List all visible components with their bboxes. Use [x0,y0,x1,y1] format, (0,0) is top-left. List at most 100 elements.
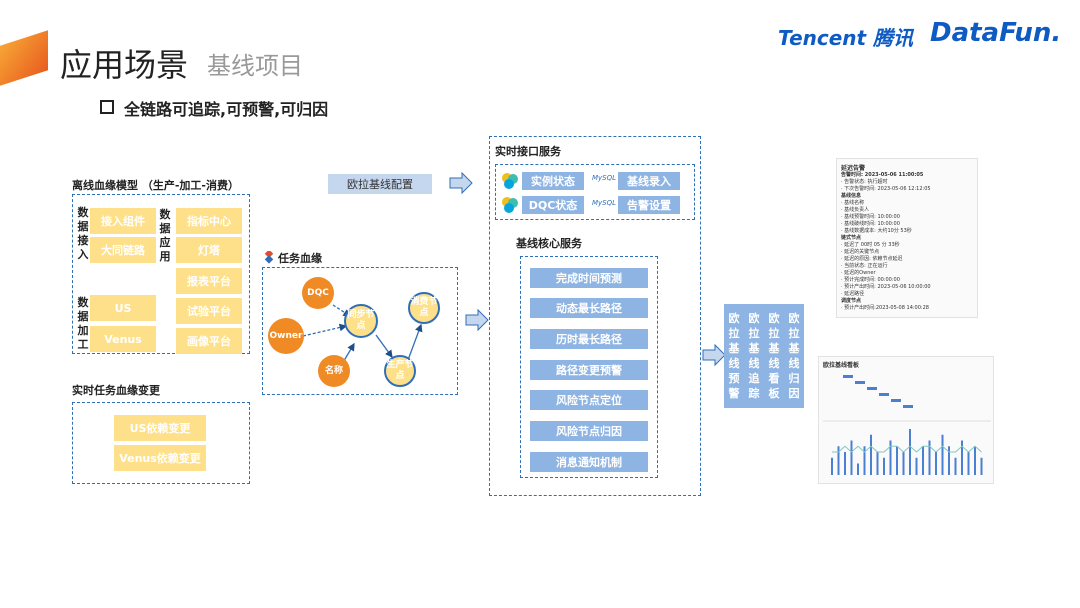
output-baseline-tracking[interactable]: 欧拉基线追踪 [744,304,764,408]
service-title: 实时接口服务 [495,145,561,158]
dashboard-mini-chart [823,375,991,475]
core-item-dynamic-longest-path: 动态最长路径 [530,298,648,318]
dashboard-bar [837,446,840,475]
dashboard-bar [974,446,976,475]
core-item-path-change-alert: 路径变更预警 [530,360,648,380]
output-baseline-dashboard[interactable]: 欧拉基线看板 [764,304,784,408]
euler-baseline-config-button[interactable]: 欧拉基线配置 [328,174,432,194]
dashboard-line [832,445,982,453]
alert-shot-line: · 延迟路径 [841,291,865,297]
dashboard-shot-title: 欧拉基线看板 [823,362,860,369]
alert-shot-line: 链式节点 [841,235,862,241]
dashboard-bar [935,452,937,475]
service-outer-box [489,136,701,496]
dqc-status-button[interactable]: DQC状态 [522,196,584,214]
process-label: 数据加工 [77,296,89,351]
core-item-message-notification: 消息通知机制 [530,452,648,472]
dashboard-bar [941,434,944,475]
gantt-bar [843,375,853,378]
alert-shot-line: · 基线预警时间: 10:00:00 [841,214,900,220]
gantt-bar [855,381,865,384]
dashboard-bar [909,429,911,475]
alert-shot-line: · 下次告警时间: 2023-05-06 12:12:05 [841,186,931,192]
instance-status-button[interactable]: 实例状态 [522,172,584,190]
node-dqc: DQC [302,277,334,309]
gantt-bar [879,393,889,396]
alert-shot-line: · 基线名称 [841,200,865,206]
dashboard-bar [928,440,931,475]
dashboard-bar [902,452,905,475]
core-item-completion-prediction: 完成时间预测 [530,268,648,288]
elastic-icon [501,172,519,190]
output-baseline-alert[interactable]: 欧拉基线预警 [724,304,744,408]
alert-shot-line: · 预计产出时间:2023-05-08 14:00:28 [841,305,929,311]
venus-dependency-change: Venus依赖变更 [114,445,206,471]
tencent-logo: Tencent 腾讯 [778,26,914,50]
alert-shot-line: 基线信息 [841,193,862,199]
app-item-4: 试验平台 [176,298,242,324]
node-owner: Owner [268,318,304,354]
app-item-1: 指标中心 [176,208,242,234]
alert-shot-line: 告警时间: 2023-05-06 11:00:05 [841,172,924,178]
datafun-logo: DataFun. [930,18,1062,48]
process-item-us: US [90,295,156,321]
dashboard-bar [915,457,918,475]
block-arrow-outputs [702,343,726,367]
offline-model-title: 离线血缘模型 （生产-加工-消费） [72,179,239,192]
alert-shot-title: 延迟告警 [841,165,866,172]
core-item-risk-node-locate: 风险节点定位 [530,390,648,410]
dashboard-bar [980,457,983,475]
alert-shot-line: · 延迟的原因: 依赖节点延迟 [841,256,903,262]
mysql-icon-2: MySQL [592,199,617,207]
output-baseline-attribution[interactable]: 欧拉基线归因 [784,304,804,408]
alert-shot-line: · 告警状态: 执行超时 [841,179,888,185]
dashboard-screenshot: 欧拉基线看板 [818,356,994,484]
dashboard-bar [831,457,833,475]
core-item-historical-longest-path: 历时最长路径 [530,329,648,349]
gantt-section [843,375,913,408]
task-lineage-box [262,267,458,395]
gantt-bar [867,387,877,390]
elastic-icon-2 [501,196,519,214]
alert-shot-line: · 预计完成时间: 00:00:00 [841,277,900,283]
task-lineage-title: 任务血缘 [278,252,322,265]
alert-setting-button[interactable]: 告警设置 [618,196,680,214]
app-item-2: 灯塔 [176,237,242,263]
block-arrow-lineage [465,308,489,332]
dashboard-bar [954,457,957,475]
gantt-bar [891,399,901,402]
alert-shot-line: · 预计产出时间: 2023-05-06 10:00:00 [841,284,931,290]
node-produce: 生产节点 [384,355,416,387]
dashboard-bar [948,446,950,475]
dashboard-bar [870,434,872,475]
task-lineage-icon [262,249,276,264]
alert-shot-line: · 基线破线时间: 10:00:00 [841,221,900,227]
dashboard-bar [896,446,898,475]
alert-screenshot: 延迟告警 告警时间: 2023-05-06 11:00:05· 告警状态: 执行… [836,158,978,318]
alert-shot-line: · 当前状态: 正在运行 [841,263,888,269]
dashboard-bar [883,457,885,475]
core-service-box [520,256,658,478]
realtime-change-box [72,402,250,484]
alert-shot-line: 调度节点 [841,298,862,304]
node-consume: 消费节点 [408,292,440,324]
dashboard-bar [961,440,963,475]
baseline-entry-button[interactable]: 基线录入 [618,172,680,190]
ingest-item-2: 大同链路 [90,237,156,263]
core-service-title: 基线核心服务 [516,237,582,250]
dashboard-bar [967,452,970,475]
app-item-3: 报表平台 [176,268,242,294]
us-dependency-change: US依赖变更 [114,415,206,441]
node-sync: 同步节点 [344,304,378,338]
dashboard-bar [876,452,879,475]
app-label: 数据应用 [159,208,171,263]
dashboard-bar [863,446,866,475]
gantt-bar [903,405,913,408]
page-subtitle: 基线项目 [207,52,303,80]
block-arrow-config [449,171,473,195]
realtime-change-title: 实时任务血缘变更 [72,384,160,397]
alert-shot-line: · 基线数据成本: 大约10分 53秒 [841,228,912,234]
process-item-venus: Venus [90,326,156,352]
dashboard-bar [889,440,892,475]
